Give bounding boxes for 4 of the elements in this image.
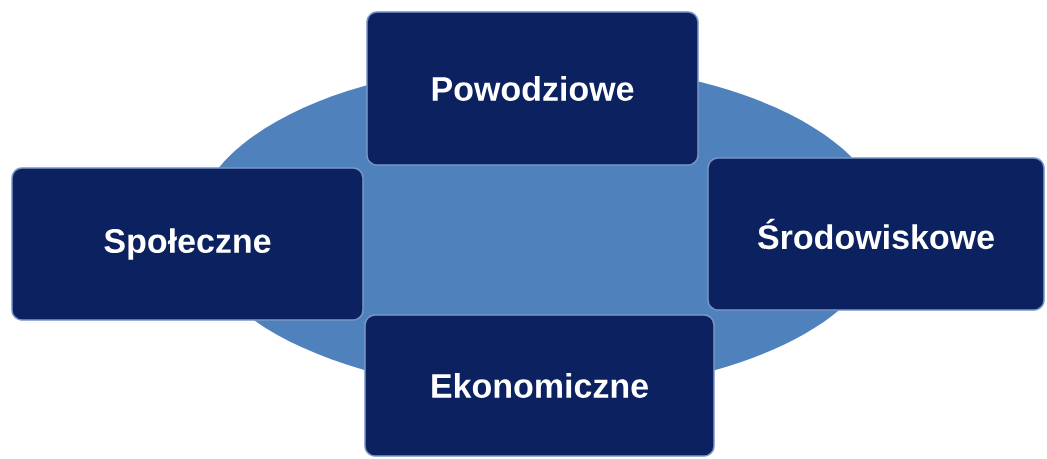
category-box: Środowiskowe — [707, 157, 1045, 311]
category-box: Społeczne — [11, 167, 364, 321]
category-box: Ekonomiczne — [364, 314, 715, 457]
category-box: Powodziowe — [366, 11, 699, 166]
